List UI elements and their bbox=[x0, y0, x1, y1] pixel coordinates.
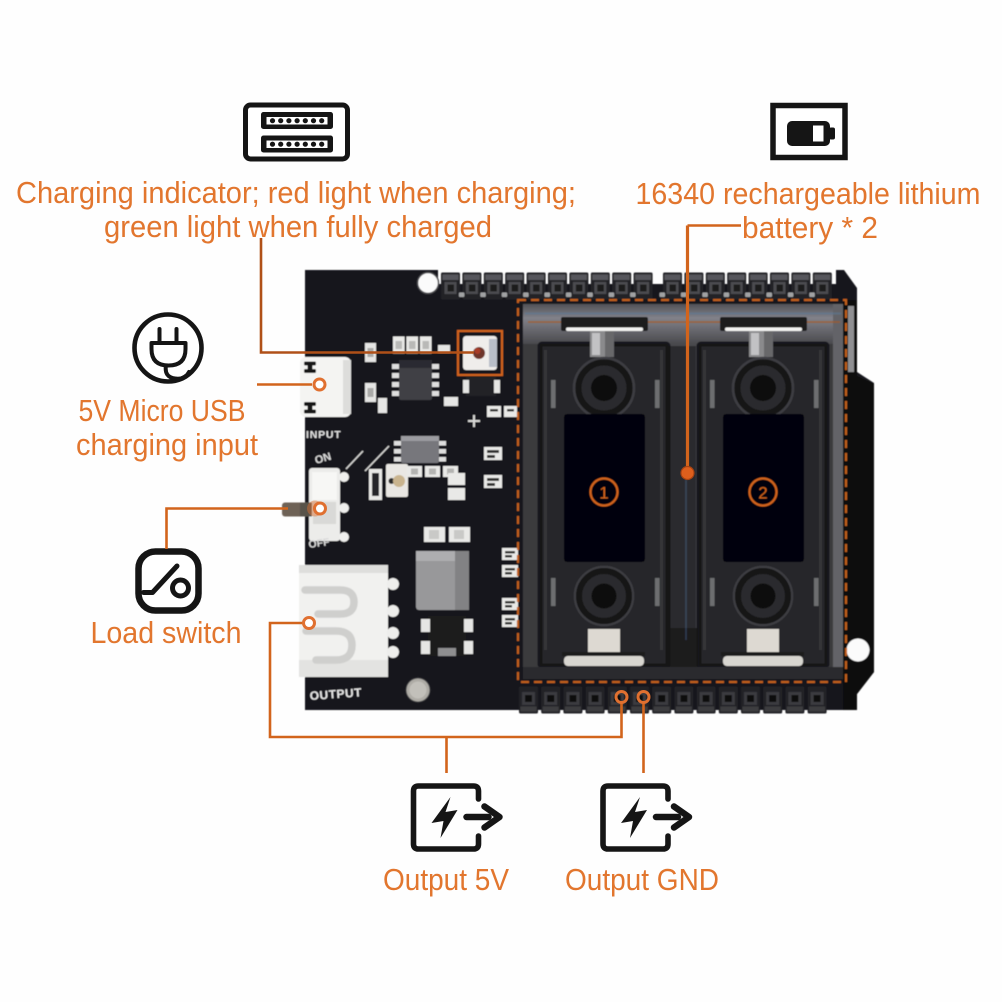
svg-text:Output 5V: Output 5V bbox=[383, 862, 509, 897]
svg-text:ON: ON bbox=[314, 451, 333, 467]
svg-text:Load switch: Load switch bbox=[91, 615, 242, 650]
svg-text:16340 rechargeable lithium: 16340 rechargeable lithium bbox=[636, 176, 981, 211]
svg-text:INPUT: INPUT bbox=[306, 429, 342, 441]
svg-text:Output GND: Output GND bbox=[565, 862, 719, 897]
svg-text:Charging indicator; red light: Charging indicator; red light when charg… bbox=[16, 175, 576, 210]
svg-text:OFF: OFF bbox=[308, 536, 331, 551]
svg-text:1: 1 bbox=[599, 484, 608, 503]
svg-text:5V Micro USB: 5V Micro USB bbox=[79, 393, 246, 428]
svg-text:charging input: charging input bbox=[76, 427, 258, 462]
svg-text:OUTPUT: OUTPUT bbox=[309, 685, 362, 703]
svg-text:battery * 2: battery * 2 bbox=[742, 210, 878, 245]
svg-text:green light when fully charged: green light when fully charged bbox=[104, 209, 492, 244]
svg-text:2: 2 bbox=[758, 484, 767, 503]
